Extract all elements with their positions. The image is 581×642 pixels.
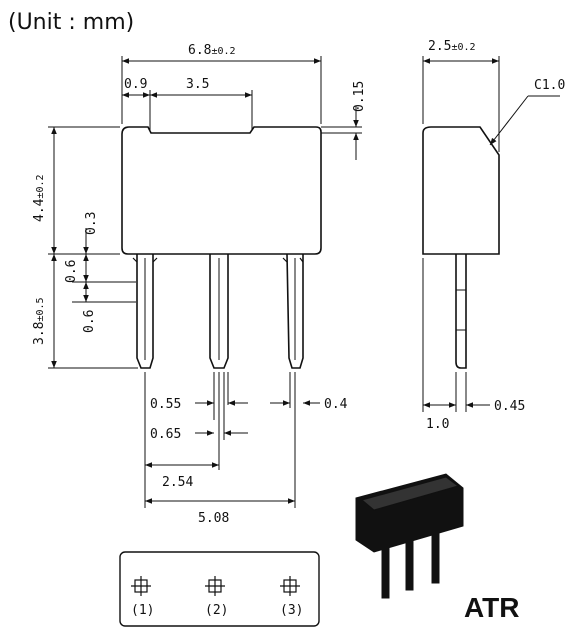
dim-lead-width-b: 0.65 [150, 427, 181, 442]
pin-1-label: (1) [131, 603, 154, 618]
dim-side-offset: 1.0 [426, 417, 449, 432]
dim-side-lead: 0.45 [494, 399, 525, 414]
pin-2-symbol [205, 576, 225, 596]
dim-lead-length: 3.8±0.5 [32, 297, 47, 345]
pin-2-label: (2) [205, 603, 228, 618]
dim-lead-step-1: 0.6 [64, 260, 79, 283]
dim-notch-depth: 0.15 [352, 81, 367, 112]
dim-chamfer: C1.0 [534, 78, 565, 93]
dim-gap-bottom: 0.3 [84, 212, 99, 235]
dim-left-offset: 0.9 [124, 77, 147, 92]
dim-body-height: 4.4±0.2 [32, 174, 47, 222]
lead-2 [209, 254, 229, 369]
dim-lead-width-a: 0.55 [150, 397, 181, 412]
side-body-outline [422, 126, 500, 255]
pin-3-label: (3) [280, 603, 303, 618]
dim-side-width: 2.5±0.2 [428, 39, 476, 54]
dim-pitch-2: 5.08 [198, 511, 229, 526]
package-name: ATR [464, 592, 520, 623]
pin-3-symbol [280, 576, 300, 596]
dim-lead-step-2: 0.6 [82, 310, 97, 333]
unit-label: (Unit : mm) [8, 10, 135, 35]
lead-3 [286, 253, 304, 369]
dim-pitch-1: 2.54 [162, 475, 193, 490]
dim-lead-thickness: 0.4 [324, 397, 348, 412]
pin-1-symbol [131, 576, 151, 596]
pin-diagram: (1) (2) (3) [119, 551, 320, 627]
front-body-outline [121, 126, 322, 255]
lead-1 [136, 254, 154, 369]
dim-notch-width: 3.5 [186, 77, 209, 92]
side-lead [455, 254, 467, 369]
package-3d-illustration [355, 473, 464, 599]
dim-overall-width: 6.8±0.2 [188, 43, 236, 58]
